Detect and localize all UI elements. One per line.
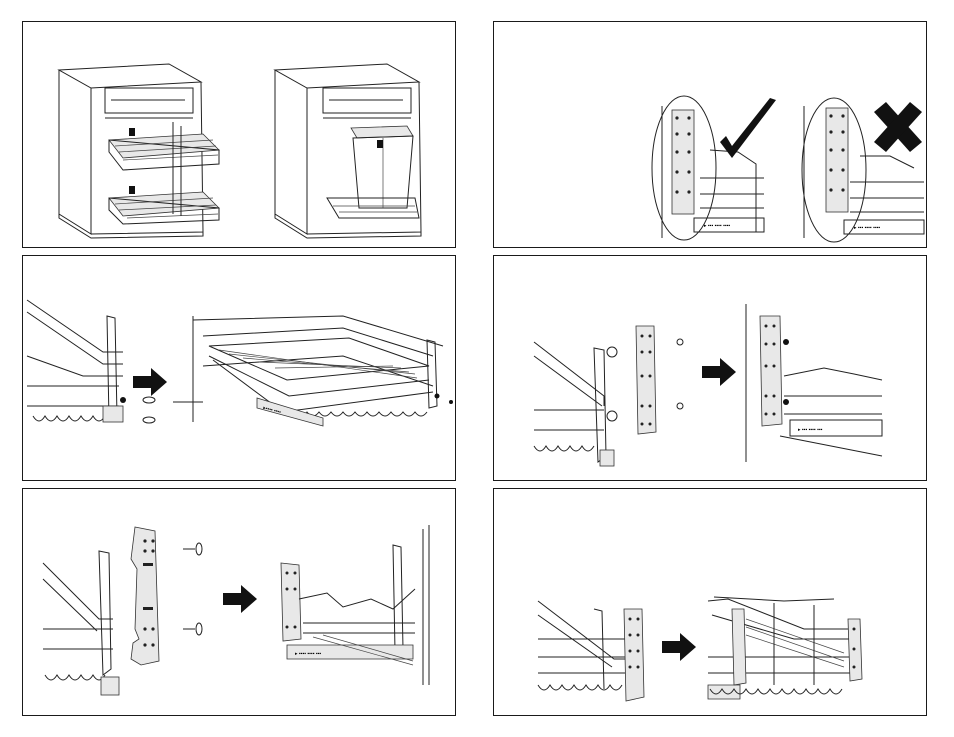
bracket-incorrect: ▸ ▪▪▪ ▪▪▪▪ ▪▪▪▪ bbox=[802, 98, 924, 242]
arrow-right-icon bbox=[702, 358, 736, 386]
bracket-installed: ▸ ▪▪▪ ▪▪▪▪ ▪▪▪ bbox=[746, 304, 882, 462]
basket-in-cabinet: ▸▪▪▪▪ ▪▪▪▪ bbox=[173, 316, 453, 426]
basket-side-view bbox=[538, 601, 644, 701]
cabinet-illustrations bbox=[23, 22, 456, 248]
panel-bracket-attach: ▸ ▪▪▪ ▪▪▪▪ ▪▪▪ bbox=[493, 255, 927, 481]
svg-text:▸ ▪▪▪▪ ▪▪▪▪ ▪▪▪: ▸ ▪▪▪▪ ▪▪▪▪ ▪▪▪ bbox=[295, 651, 321, 657]
arrow-right-icon bbox=[133, 368, 167, 396]
svg-text:▸ ▪▪▪ ▪▪▪▪ ▪▪▪▪: ▸ ▪▪▪ ▪▪▪▪ ▪▪▪▪ bbox=[854, 225, 880, 231]
panel-bracket-screw: ▸ ▪▪▪▪ ▪▪▪▪ ▪▪▪ bbox=[22, 488, 456, 716]
bracket-attach-illustration: ▸ ▪▪▪ ▪▪▪▪ ▪▪▪ bbox=[494, 256, 927, 481]
arrow-right-icon bbox=[223, 585, 257, 613]
bracket-correct: ▸ ▪▪▪ ▪▪▪▪ ▪▪▪▪ bbox=[652, 96, 776, 240]
panel-basket-install: ▸▪▪▪▪ ▪▪▪▪ bbox=[22, 255, 456, 481]
panel-cabinet-overview bbox=[22, 21, 456, 248]
arrow-right-icon bbox=[662, 633, 696, 661]
cabinet-with-baskets bbox=[59, 64, 219, 238]
basket-in-cabinet-final bbox=[708, 597, 862, 699]
panel-bracket-orientation: ▸ ▪▪▪ ▪▪▪▪ ▪▪▪▪ ▸ ▪▪▪ ▪▪▪▪ ▪▪▪▪ bbox=[493, 21, 927, 248]
svg-text:▸ ▪▪▪ ▪▪▪▪ ▪▪▪▪: ▸ ▪▪▪ ▪▪▪▪ ▪▪▪▪ bbox=[704, 223, 730, 229]
bracket-orientation-illustrations: ▸ ▪▪▪ ▪▪▪▪ ▪▪▪▪ ▸ ▪▪▪ ▪▪▪▪ ▪▪▪▪ bbox=[494, 22, 927, 248]
bracket-mounted: ▸ ▪▪▪▪ ▪▪▪▪ ▪▪▪ bbox=[281, 525, 429, 685]
x-mark-icon bbox=[874, 102, 922, 152]
basket-bracket-screws bbox=[43, 527, 202, 695]
basket-with-bracket bbox=[534, 326, 683, 466]
checkmark-icon bbox=[720, 98, 776, 158]
basket-side-detail bbox=[27, 300, 155, 423]
final-assembly-illustration bbox=[494, 489, 927, 716]
basket-install-illustration: ▸▪▪▪▪ ▪▪▪▪ bbox=[23, 256, 456, 481]
svg-text:▸ ▪▪▪ ▪▪▪▪ ▪▪▪: ▸ ▪▪▪ ▪▪▪▪ ▪▪▪ bbox=[798, 427, 823, 433]
cabinet-with-trash-bin bbox=[275, 64, 421, 238]
panel-final-assembly bbox=[493, 488, 927, 716]
bracket-screw-illustration: ▸ ▪▪▪▪ ▪▪▪▪ ▪▪▪ bbox=[23, 489, 456, 716]
